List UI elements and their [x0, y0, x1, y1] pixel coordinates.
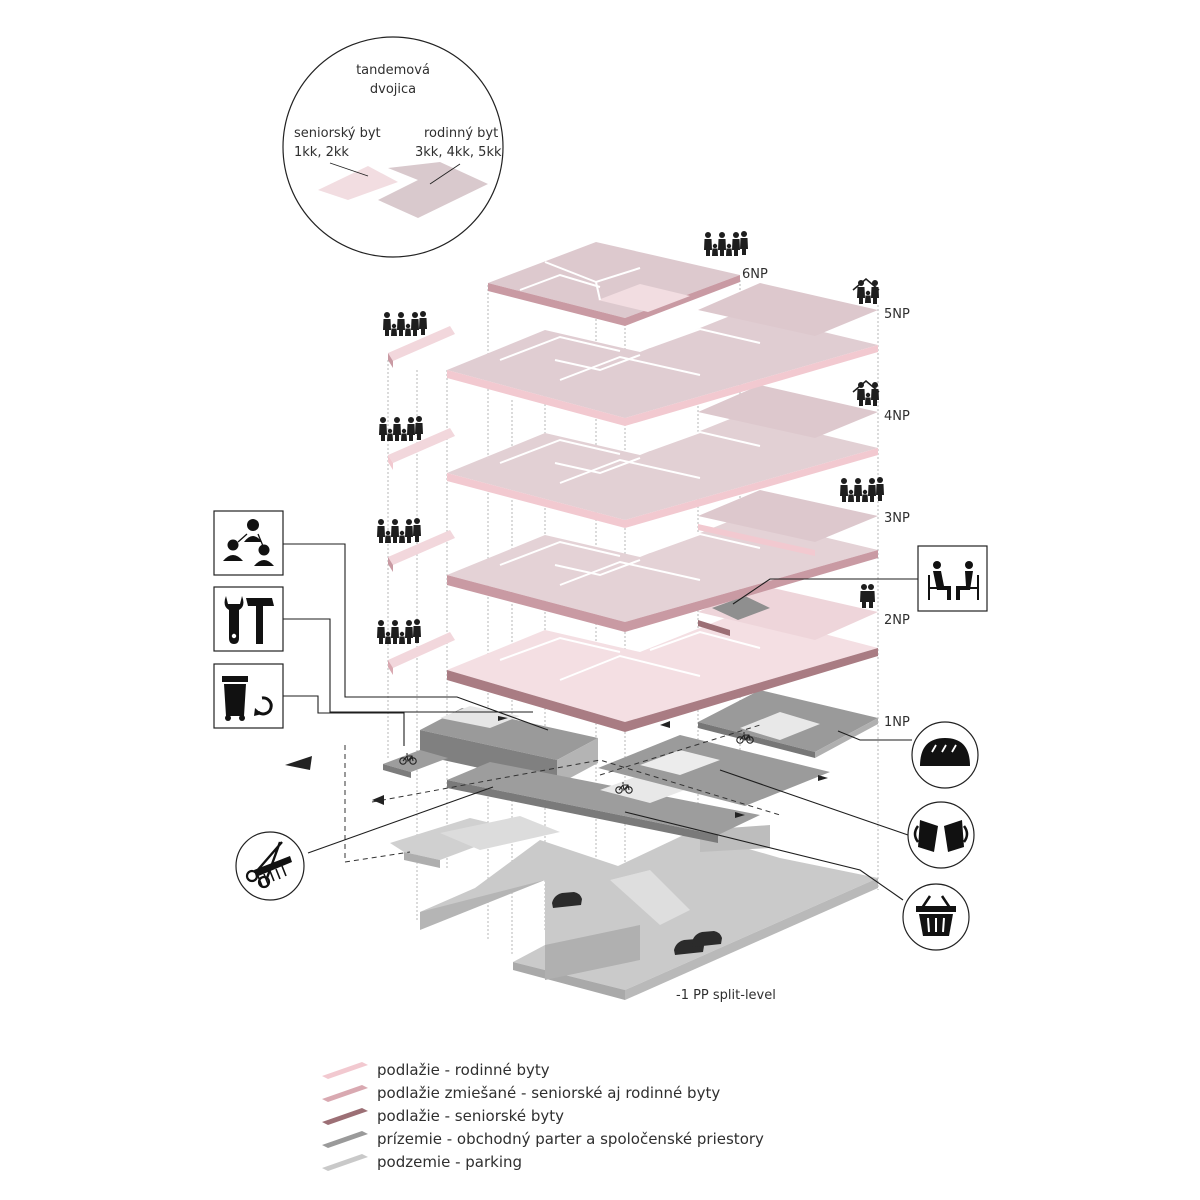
beer-mugs-icon: [907, 801, 975, 869]
family-silhouette-icon: [377, 619, 421, 644]
floor-label-5np: 5NP: [884, 307, 910, 322]
legend-swatch: [322, 1154, 368, 1171]
family-silhouette-icon: [379, 416, 423, 441]
leader-lines: [283, 543, 918, 901]
floor-6np: 6NP: [488, 242, 768, 326]
community-network-icon: [213, 510, 284, 576]
family-silhouette-icon: [704, 231, 748, 256]
elderly-seated-icon: [917, 545, 988, 612]
inset-title-line1: tandemová: [356, 63, 430, 78]
scissors-comb-icon: [235, 831, 305, 901]
inset-senior-unit: [318, 166, 398, 200]
shopping-basket-icon: [902, 883, 970, 951]
family-silhouettes: [377, 231, 884, 644]
legend-swatch: [322, 1108, 368, 1125]
floor-label-1np: 1NP: [884, 715, 910, 730]
trash-recycle-icon: [213, 663, 284, 729]
legend-swatch: [322, 1085, 368, 1102]
house-family-icon: [852, 278, 880, 304]
tandem-inset: tandemová dvojica seniorský byt 1kk, 2kk…: [282, 36, 504, 258]
floor-2np: 2NP: [388, 585, 910, 732]
bread-icon: [911, 721, 979, 789]
floor-3np: 3NP: [388, 490, 910, 632]
legend: podlažie - rodinné byty podlažie zmiešané…: [322, 1061, 764, 1171]
inset-right-label-line2: 3kk, 4kk, 5kk: [415, 145, 502, 160]
legend-label: podlažie - seniorské byty: [377, 1107, 564, 1125]
legend-label: podlažie - rodinné byty: [377, 1061, 550, 1079]
floor-4np: 4NP: [388, 385, 910, 528]
inset-left-label-line2: 1kk, 2kk: [294, 145, 349, 160]
basement-level: -1 PP split-level: [390, 816, 878, 1003]
floor-label-4np: 4NP: [884, 409, 910, 424]
legend-label: prízemie - obchodný parter a spoločenské…: [377, 1130, 764, 1148]
family-silhouette-icon: [840, 477, 884, 502]
family-silhouette-icon: [383, 311, 427, 336]
legend-swatch: [322, 1062, 368, 1079]
family-silhouette-icon: [377, 518, 421, 543]
ground-floor-1np: 1NP: [285, 690, 910, 863]
inset-right-label-line1: rodinný byt: [424, 126, 498, 141]
floor-label-3np: 3NP: [884, 511, 910, 526]
inset-title-line2: dvojica: [370, 82, 416, 97]
inset-left-label-line1: seniorský byt: [294, 126, 381, 141]
legend-label: podzemie - parking: [377, 1153, 522, 1171]
senior-couple-icon: [860, 584, 875, 608]
wrench-hammer-icon: [213, 586, 284, 652]
floor-label-basement: -1 PP split-level: [676, 988, 776, 1003]
house-family-icon: [852, 380, 880, 406]
inset-family-unit: [378, 162, 488, 218]
floor-label-6np: 6NP: [742, 267, 768, 282]
floor-5np: 5NP: [388, 283, 910, 426]
floor-label-2np: 2NP: [884, 613, 910, 628]
legend-swatch: [322, 1131, 368, 1148]
legend-label: podlažie zmiešané - seniorské aj rodinné…: [377, 1084, 720, 1102]
